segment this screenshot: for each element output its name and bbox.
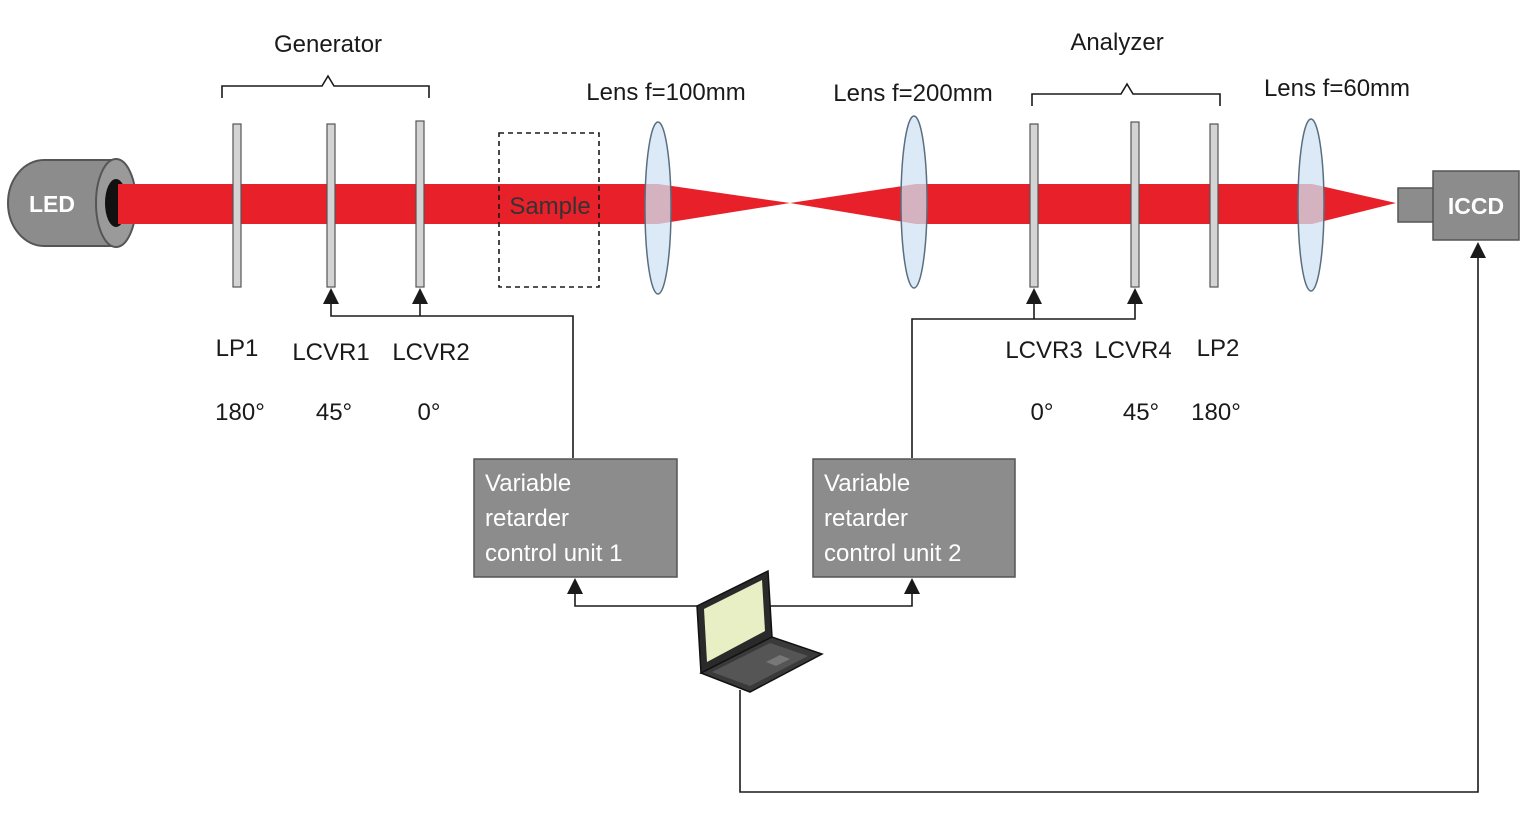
generator-title: Generator bbox=[274, 31, 382, 58]
lens-3-label: Lens f=60mm bbox=[1264, 75, 1410, 102]
component-name-lcvr3: LCVR3 bbox=[1005, 337, 1082, 364]
led-source: LED bbox=[7, 158, 137, 248]
component-angle-lcvr1: 45° bbox=[316, 399, 352, 426]
lens-2 bbox=[900, 115, 928, 289]
plate-lp1 bbox=[232, 123, 242, 288]
sample-label: Sample bbox=[509, 193, 590, 220]
control-unit-1-line-3: control unit 1 bbox=[485, 540, 622, 567]
lens-1-label: Lens f=100mm bbox=[586, 79, 745, 106]
control-unit-2-line-3: control unit 2 bbox=[824, 540, 961, 567]
laptop-wires bbox=[567, 242, 1486, 793]
control-unit-2-line-2: retarder bbox=[824, 505, 908, 532]
iccd-label: ICCD bbox=[1448, 193, 1504, 219]
plate-lcvr2 bbox=[415, 120, 425, 288]
plate-lp2 bbox=[1209, 123, 1219, 288]
lens-2-label: Lens f=200mm bbox=[833, 80, 992, 107]
control-unit-2-line-1: Variable bbox=[824, 470, 910, 497]
sample-holder: Sample bbox=[498, 132, 600, 288]
laptop-icon bbox=[696, 569, 824, 693]
control-unit-1-line-1: Variable bbox=[485, 470, 571, 497]
control-unit-1-line-2: retarder bbox=[485, 505, 569, 532]
component-name-lcvr1: LCVR1 bbox=[292, 339, 369, 366]
plate-lcvr1 bbox=[326, 123, 336, 288]
lens-1 bbox=[644, 121, 672, 295]
component-name-lcvr4: LCVR4 bbox=[1094, 337, 1171, 364]
control-unit-2: Variable retarder control unit 2 bbox=[812, 458, 1016, 578]
control-unit-1: Variable retarder control unit 1 bbox=[473, 458, 678, 578]
component-angle-lcvr4: 45° bbox=[1123, 399, 1159, 426]
light-beam bbox=[118, 184, 1396, 224]
plate-lcvr4 bbox=[1130, 121, 1140, 288]
control-wire-1 bbox=[323, 288, 574, 458]
component-name-lp2: LP2 bbox=[1197, 335, 1240, 362]
component-angle-lp2: 180° bbox=[1191, 399, 1241, 426]
analyzer-title: Analyzer bbox=[1070, 29, 1163, 56]
component-name-lp1: LP1 bbox=[216, 335, 259, 362]
plate-lcvr3 bbox=[1029, 123, 1039, 288]
component-angle-lp1: 180° bbox=[215, 399, 265, 426]
control-wire-2 bbox=[911, 288, 1143, 458]
led-label: LED bbox=[29, 191, 75, 217]
analyzer-brace bbox=[1031, 82, 1221, 106]
component-angle-lcvr3: 0° bbox=[1031, 399, 1054, 426]
component-angle-lcvr2: 0° bbox=[418, 399, 441, 426]
lens-3 bbox=[1297, 118, 1325, 292]
component-name-lcvr2: LCVR2 bbox=[392, 339, 469, 366]
iccd-camera: ICCD bbox=[1397, 170, 1520, 241]
generator-brace bbox=[221, 74, 430, 98]
